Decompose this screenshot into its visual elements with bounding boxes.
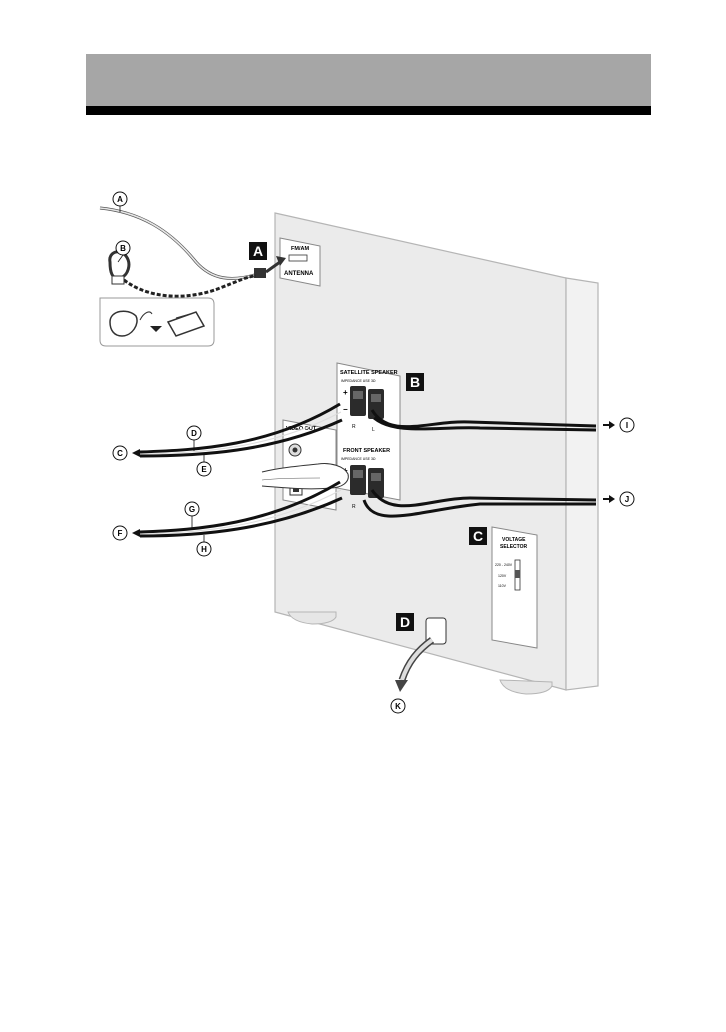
voltage-option-2: 120V	[498, 574, 507, 578]
callout-k-text: K	[395, 702, 401, 711]
antenna-label: ANTENNA	[284, 271, 314, 277]
marker-a: A	[249, 242, 267, 260]
impedance-front-label: IMPEDANCE USE 3Ω	[341, 457, 376, 461]
marker-a-text: A	[253, 243, 263, 259]
antenna-connector	[254, 268, 266, 278]
voltage-label: VOLTAGE	[502, 537, 526, 543]
marker-d-text: D	[400, 614, 410, 630]
marker-b-text: B	[410, 374, 420, 390]
selector-label: SELECTOR	[500, 544, 528, 550]
marker-c-text: C	[473, 528, 483, 544]
finger-illustration	[261, 463, 349, 490]
voltage-option-1: 220 - 240V	[495, 563, 513, 567]
callout-f: F	[112, 525, 128, 541]
marker-d: D	[396, 613, 414, 631]
callout-b: B	[115, 240, 131, 256]
callout-h-text: H	[201, 545, 207, 554]
callout-leaders	[117, 206, 205, 542]
satellite-r-label: R	[352, 424, 356, 430]
section-header-band	[86, 54, 651, 106]
speaker-terminal-panel: SATELLITE SPEAKER IMPEDANCE USE 3Ω + − R…	[336, 362, 401, 510]
satellite-l-label: L	[372, 427, 375, 433]
loop-antenna-assembly-inset	[99, 297, 215, 347]
callout-g: G	[184, 501, 200, 517]
satellite-speaker-label: SATELLITE SPEAKER	[340, 370, 398, 376]
section-header-rule	[86, 106, 651, 115]
marker-c: C	[469, 527, 487, 545]
callout-i: I	[619, 417, 635, 433]
direction-arrows	[132, 421, 615, 537]
front-speaker-label: FRONT SPEAKER	[343, 448, 390, 454]
callout-e: E	[196, 461, 212, 477]
callout-c: C	[112, 445, 128, 461]
voltage-selector-panel: VOLTAGE SELECTOR 220 - 240V 120V 110V	[491, 526, 538, 649]
speaker-cords	[139, 402, 597, 538]
callout-i-text: I	[626, 421, 628, 430]
callout-g-text: G	[189, 505, 195, 514]
am-loop-antenna-wire	[123, 274, 257, 298]
callout-a-text: A	[117, 195, 123, 204]
callout-j: J	[619, 491, 635, 507]
satellite-plus-label: +	[343, 388, 348, 397]
ac-power-plug	[395, 617, 447, 692]
antenna-terminal-panel: FM/AM ANTENNA	[279, 237, 321, 287]
am-loop-antenna	[108, 250, 131, 285]
callout-c-text: C	[117, 449, 123, 458]
callout-k: K	[390, 698, 406, 714]
impedance-satellite-label: IMPEDANCE USE 3Ω	[341, 379, 376, 383]
voltage-option-3: 110V	[498, 584, 507, 588]
callout-d: D	[186, 425, 202, 441]
callout-h: H	[196, 541, 212, 557]
video-out-label: VIDEO OUT	[286, 426, 317, 432]
satellite-minus-label: −	[343, 405, 348, 414]
callout-j-text: J	[625, 495, 629, 504]
callout-a: A	[112, 191, 128, 207]
callout-b-text: B	[120, 244, 126, 253]
callout-f-text: F	[118, 529, 123, 538]
front-r-label: R	[352, 504, 356, 510]
fm-am-label: FM/AM	[291, 246, 309, 252]
callout-d-text: D	[191, 429, 197, 438]
marker-b: B	[406, 373, 424, 391]
callout-e-text: E	[201, 465, 207, 474]
